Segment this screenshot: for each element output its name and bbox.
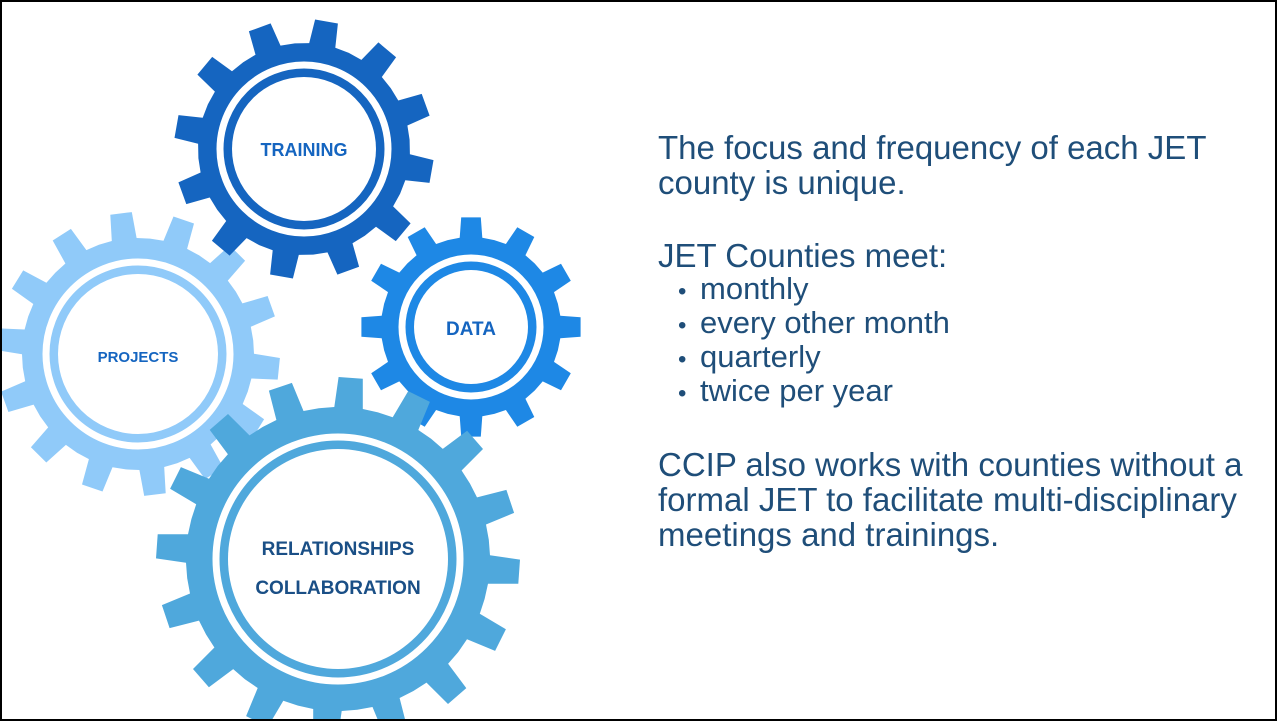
gear-center-disk <box>414 270 528 384</box>
gear-label-projects: PROJECTS <box>98 349 179 366</box>
bullet-text: monthly <box>700 271 809 306</box>
closing-text: CCIP also works with counties without a … <box>658 446 1243 553</box>
gear-relationships: RELATIONSHIPS COLLABORATION <box>156 377 520 719</box>
gear-label-relationships: RELATIONSHIPS <box>262 539 415 560</box>
bullet-icon: • <box>678 278 687 305</box>
gear-data: DATA <box>361 217 581 437</box>
bullet-text: twice per year <box>700 373 893 408</box>
gear-training: TRAINING <box>174 19 434 279</box>
gear-label-collaboration: COLLABORATION <box>255 578 420 599</box>
gear-projects: PROJECTS <box>2 212 280 496</box>
gear-center-disk <box>232 77 376 221</box>
gear-center-disk <box>228 449 448 669</box>
text-panel: The focus and frequency of each JET coun… <box>658 130 1258 552</box>
bullet-text: quarterly <box>700 339 821 374</box>
bullet-icon: • <box>678 346 687 373</box>
bullet-text: every other month <box>700 305 950 340</box>
meet-heading: JET Counties meet: <box>658 237 948 274</box>
intro-text: The focus and frequency of each JET coun… <box>658 129 1206 201</box>
bullet-icon: • <box>678 312 687 339</box>
gear-center-disk <box>58 274 218 434</box>
list-item: • monthly <box>678 273 1258 307</box>
gear-label-training: TRAINING <box>261 140 348 160</box>
list-item: • quarterly <box>678 341 1258 375</box>
gears-illustration: PROJECTS DATA RELATIONSHIPS COLLABORATIO… <box>2 19 581 719</box>
list-item: • twice per year <box>678 375 1258 409</box>
bullet-icon: • <box>678 380 687 407</box>
list-item: • every other month <box>678 307 1258 341</box>
meeting-frequency-list: • monthly • every other month • quarterl… <box>658 273 1258 409</box>
gear-label-data: DATA <box>446 319 496 340</box>
